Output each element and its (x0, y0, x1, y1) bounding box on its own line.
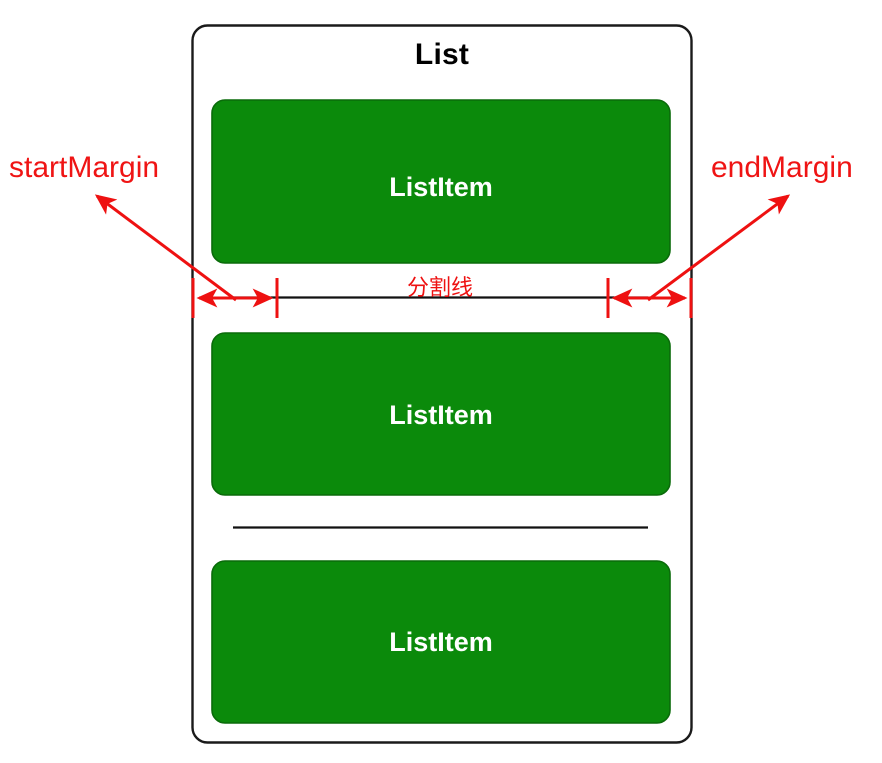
list-item-box-2[interactable] (211, 332, 671, 496)
start-margin-callout-arrow (94, 194, 237, 302)
end-margin-callout-arrow (647, 194, 791, 302)
list-item-box-3[interactable] (211, 560, 671, 724)
list-item-box-1[interactable] (211, 99, 671, 264)
